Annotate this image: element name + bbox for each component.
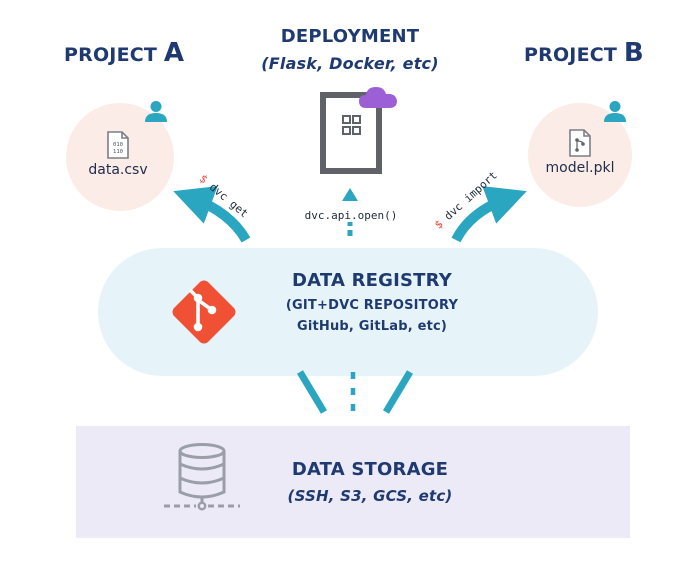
deployment-subtitle: (Flask, Docker, etc) [261,54,439,73]
project-a-letter: A [163,38,185,68]
dvc-get-arrow [173,186,251,243]
registry-subtitle-line2: GitHub, GitLab, etc) [296,319,448,334]
storage-title: DATA STORAGE [291,459,449,480]
api-open-command: dvc.api.open() [304,209,398,222]
deployment-title: DEPLOYMENT [280,26,420,47]
project-b-prefix: PROJECT [524,44,624,66]
data-storage-node [76,426,630,538]
project-a-file-label: data.csv [88,162,148,178]
data-file-icon: 010 110 [107,131,129,159]
project-a-prefix: PROJECT [64,44,164,66]
project-b-title: PROJECT B [524,38,644,68]
api-open-arrowhead [342,188,358,201]
svg-text:010: 010 [113,142,123,148]
git-logo-icon [172,280,236,344]
project-b-user-icon [604,101,626,122]
storage-subtitle: (SSH, S3, GCS, etc) [287,487,453,505]
svg-text:110: 110 [113,149,123,155]
database-icon [164,443,240,511]
model-file-icon [569,129,591,157]
dvc-import-arrow [451,186,527,243]
storage-link-right [382,370,414,414]
cloud-icon [359,87,397,108]
registry-subtitle-line1: (GIT+DVC REPOSITORY [285,298,459,313]
registry-title: DATA REGISTRY [292,270,452,291]
project-b-file-label: model.pkl [545,160,615,176]
project-a-title: PROJECT A [64,38,184,68]
project-b-letter: B [623,38,644,68]
project-a-user-icon [145,101,167,122]
storage-link-left [296,370,328,414]
